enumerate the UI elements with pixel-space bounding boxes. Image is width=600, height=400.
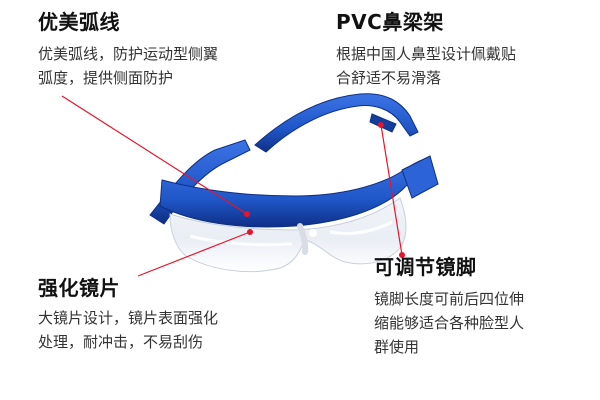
- lens-highlight: [189, 234, 293, 247]
- callout-temple-desc-line: 群使用: [374, 338, 420, 356]
- callout-temple-desc-line: 缩能够适合各种脸型人: [374, 314, 525, 332]
- pointer-dot-nose: [309, 229, 317, 237]
- callout-lens-desc-line: 大镜片设计，镜片表面强化: [38, 309, 219, 327]
- callout-nose-desc-line: 合舒适不易滑落: [336, 69, 442, 87]
- pointer-dot-temple: [378, 122, 384, 128]
- right-temple-arm: [254, 93, 419, 153]
- callout-lens-desc-line: 处理，耐冲击，不易刮伤: [38, 333, 204, 351]
- callout-nose: PVC鼻梁架 根据中国人鼻型设计佩戴贴 合舒适不易滑落: [336, 10, 586, 90]
- callout-nose-desc: 根据中国人鼻型设计佩戴贴 合舒适不易滑落: [336, 42, 586, 90]
- callout-arc-title: 优美弧线: [38, 10, 120, 34]
- callout-arc-desc: 优美弧线，防护运动型侧翼 弧度，提供侧面防护: [38, 42, 278, 90]
- callout-arc-desc-line: 优美弧线，防护运动型侧翼: [38, 45, 219, 63]
- side-shield: [401, 155, 439, 199]
- callout-arc: 优美弧线 优美弧线，防护运动型侧翼 弧度，提供侧面防护: [38, 10, 278, 90]
- callout-lens-desc: 大镜片设计，镜片表面强化 处理，耐冲击，不易刮伤: [38, 306, 298, 354]
- pointer-line-temple: [380, 124, 403, 256]
- lens-highlight: [329, 220, 393, 236]
- pointer-line-lens: [137, 231, 251, 277]
- callout-arc-desc-line: 弧度，提供侧面防护: [38, 69, 174, 87]
- callout-temple: 可调节镜脚 镜脚长度可前后四位伸 缩能够适合各种脸型人 群使用: [374, 255, 594, 359]
- pointer-lines: [61, 95, 403, 277]
- pointer-line-arc: [61, 95, 248, 215]
- pointer-dot-arc: [244, 211, 250, 217]
- pointer-dot-temple-end: [399, 252, 405, 258]
- lens: [169, 197, 407, 273]
- pointer-dot-lens: [247, 229, 253, 235]
- callout-temple-desc-line: 镜脚长度可前后四位伸: [374, 290, 525, 308]
- callout-nose-title: PVC鼻梁架: [336, 10, 444, 34]
- callout-lens-title: 强化镜片: [38, 276, 120, 300]
- callout-temple-desc: 镜脚长度可前后四位伸 缩能够适合各种脸型人 群使用: [374, 287, 594, 359]
- nose-bridge: [297, 223, 309, 255]
- callout-temple-title: 可调节镜脚: [374, 255, 477, 279]
- callout-lens: 强化镜片 大镜片设计，镜片表面强化 处理，耐冲击，不易刮伤: [38, 276, 298, 354]
- callout-nose-desc-line: 根据中国人鼻型设计佩戴贴: [336, 45, 517, 63]
